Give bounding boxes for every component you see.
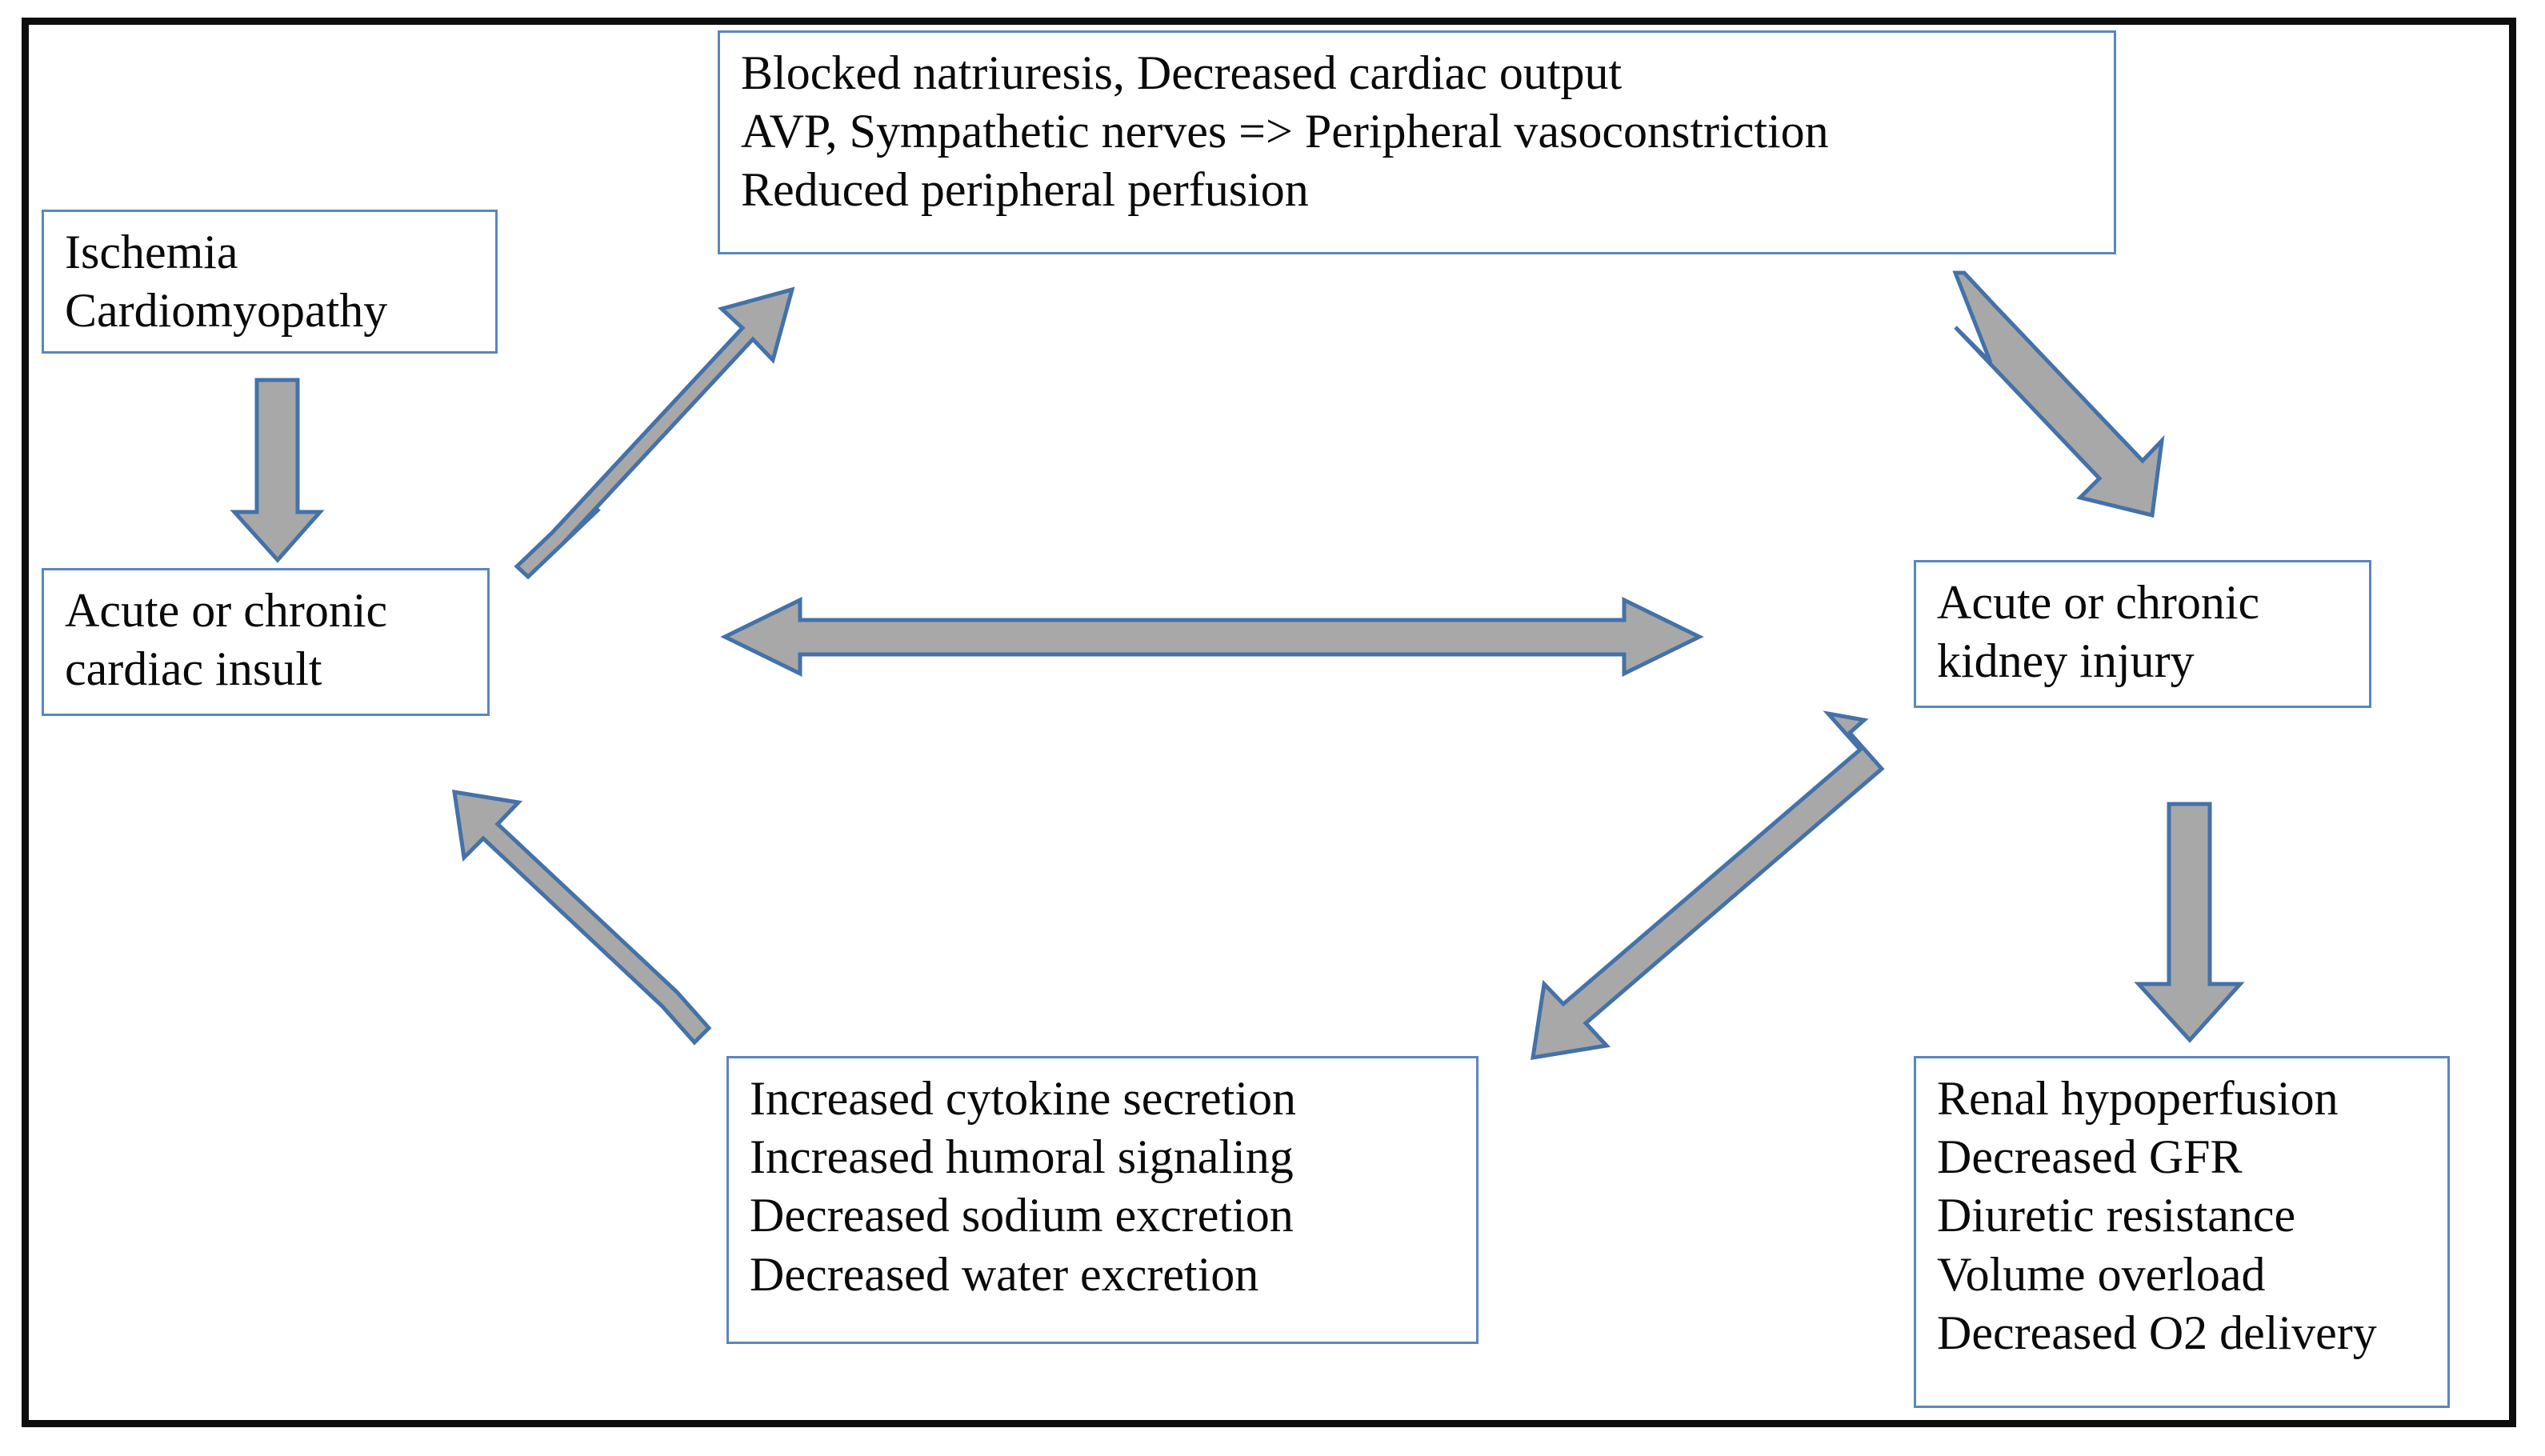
- node-line: Ischemia: [65, 226, 238, 278]
- node-line: kidney injury: [1937, 634, 2195, 688]
- node-acute-or-chronic-kidney-injury[interactable]: Acute or chronic kidney injury: [1914, 560, 2371, 708]
- node-line: Decreased sodium excretion: [750, 1189, 1294, 1242]
- node-acute-or-chronic-cardiac-insult[interactable]: Acute or chronic cardiac insult: [42, 568, 490, 716]
- node-line: Decreased O2 delivery: [1937, 1306, 2377, 1359]
- node-blocked-natriuresis-effects[interactable]: Blocked natriuresis, Decreased cardiac o…: [718, 30, 2116, 254]
- node-line: Diuretic resistance: [1937, 1189, 2296, 1242]
- node-line: Cardiomyopathy: [65, 284, 388, 338]
- node-line: Decreased GFR: [1937, 1130, 2243, 1184]
- diagram-outer-frame: [22, 18, 2516, 1427]
- node-line: Reduced peripheral perfusion: [741, 163, 1309, 217]
- node-renal-hypoperfusion[interactable]: Renal hypoperfusion Decreased GFR Diuret…: [1914, 1056, 2450, 1408]
- node-line: Acute or chronic: [65, 584, 388, 637]
- node-increased-cytokine-secretion[interactable]: Increased cytokine secretion Increased h…: [726, 1056, 1479, 1344]
- node-line: Renal hypoperfusion: [1937, 1072, 2339, 1125]
- node-line: Volume overload: [1937, 1247, 2266, 1301]
- node-line: cardiac insult: [65, 642, 322, 696]
- node-line: AVP, Sympathetic nerves => Peripheral va…: [741, 105, 1829, 158]
- node-ischemia-cardiomyopathy[interactable]: Ischemia Cardiomyopathy: [42, 210, 498, 354]
- node-line: Blocked natriuresis, Decreased cardiac o…: [741, 46, 1623, 99]
- node-line: Acute or chronic: [1937, 576, 2260, 629]
- node-line: Increased cytokine secretion: [750, 1072, 1296, 1125]
- node-line: Increased humoral signaling: [750, 1130, 1294, 1184]
- node-line: Decreased water excretion: [750, 1247, 1259, 1301]
